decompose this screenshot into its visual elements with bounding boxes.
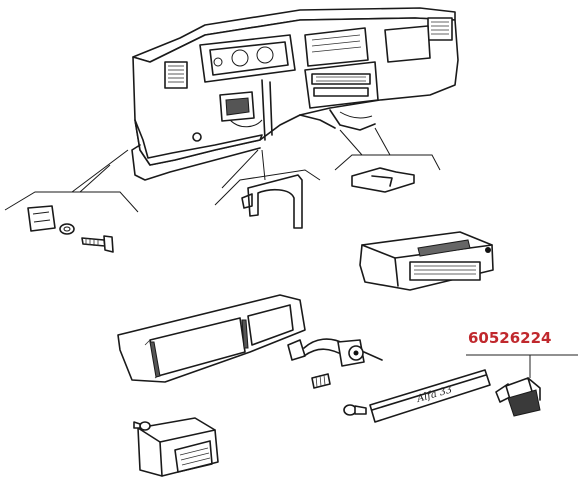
storage-bin (133, 417, 219, 477)
part-number-label: 60526224 (468, 329, 552, 347)
clip-nut (27, 205, 56, 232)
callout-leader-line (466, 354, 578, 378)
dashboard-assembly (131, 7, 459, 181)
heater-control-panel (359, 231, 494, 291)
callout-switch-part (495, 377, 541, 417)
clip-detail-group (4, 149, 139, 253)
switch-harness (287, 338, 383, 367)
small-screw (343, 404, 367, 416)
arched-bracket-group (214, 149, 321, 229)
instrument-bezel (117, 294, 306, 383)
bulb (311, 373, 331, 389)
mounting-plate-group (334, 127, 441, 193)
screw (81, 235, 114, 253)
arched-bracket (247, 174, 303, 229)
mounting-plate (351, 167, 415, 193)
trim-badge-strip: Alfa 33 (369, 369, 491, 423)
washer (59, 223, 75, 235)
